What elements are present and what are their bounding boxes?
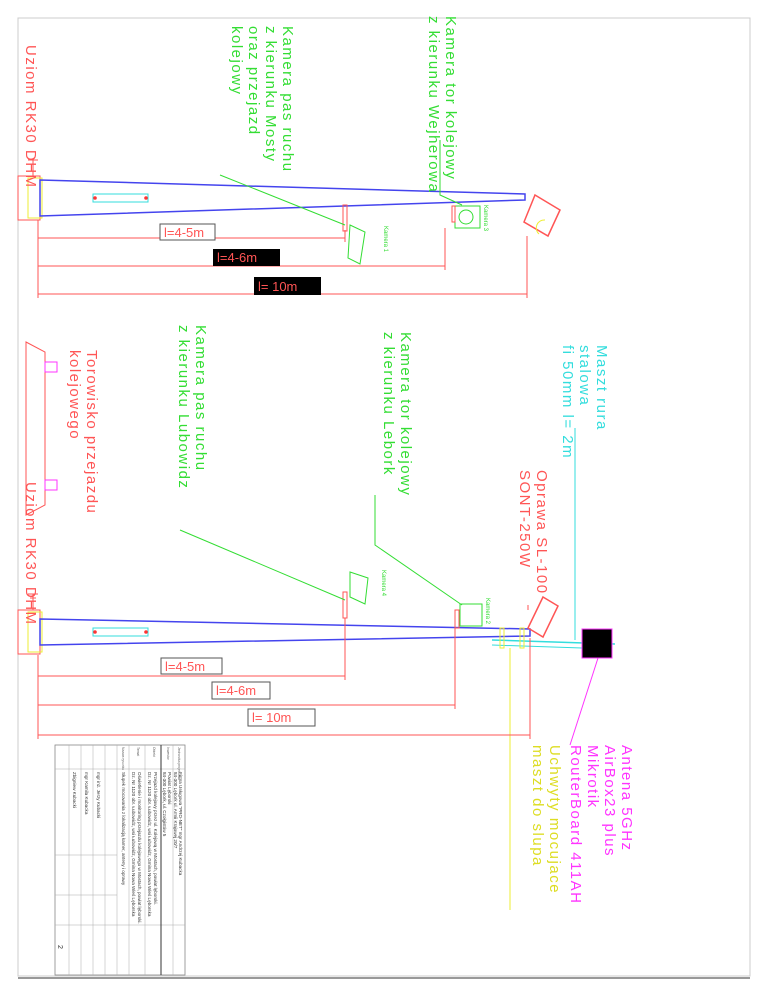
camera-1-icon — [347, 224, 366, 265]
title-block: Jednostka projektowa Firma Usługowa "PRO… — [54, 744, 186, 976]
bolt — [93, 630, 97, 634]
pole-door — [92, 627, 149, 637]
dimension-lines — [37, 618, 531, 739]
verifier: mgr Kamila Kubacka — [84, 772, 89, 815]
sheet-number: 2 — [56, 945, 63, 949]
camera-lane-label: Kamera pas ruchu — [279, 26, 296, 173]
bottom-pole-assembly: Kamera 2 Kamera 4 l=4-5m l=4-6m l= 10m — [17, 325, 635, 910]
mast-pipe — [491, 644, 583, 649]
camera-1-bracket — [342, 204, 348, 232]
camera-4-icon — [349, 571, 369, 605]
mast-label: fi 50mm l= 2m — [559, 345, 576, 459]
camera-lane-label: z kierunku Mosty — [262, 26, 279, 163]
leader-line — [374, 495, 463, 606]
rail — [44, 479, 58, 491]
camera-lane-label: z kierunku Lubowidz — [175, 325, 192, 489]
investor-label: Inwestor — [166, 747, 170, 761]
camera-2-icon — [459, 603, 483, 627]
camera-lane-label: oraz przejazd — [245, 26, 262, 136]
pole-base-inner — [27, 611, 43, 653]
camera-3-bracket — [451, 205, 456, 223]
designer: Firma Usługowa "PRO-NET" mgr Andrzej Kub… — [178, 772, 183, 876]
pole — [39, 618, 531, 646]
camera-3-lens — [458, 209, 474, 225]
dim-label-4-6m: l=4-6m — [216, 683, 256, 698]
lamp-icon — [523, 193, 561, 238]
camera-1-label: Kamera 1 — [382, 226, 388, 253]
stage-label: Temat — [136, 747, 140, 756]
camera-2-label: Kamera 2 — [484, 598, 490, 625]
antenna-icon[interactable] — [581, 628, 613, 659]
camera-2-bracket — [454, 609, 460, 629]
dim-label-4-5m: l=4-5m — [164, 225, 204, 240]
dim-label-box — [254, 277, 321, 295]
drawing-label: Nazwa rysunku — [121, 747, 125, 770]
antenna-label: Antena 5GHz — [618, 745, 635, 852]
leader-line — [219, 174, 346, 226]
investor-address: 84-300 Lębork, ul. Czołgistów 5 — [162, 772, 167, 837]
bracket-icon — [499, 627, 505, 649]
dim-label-box — [160, 657, 223, 675]
track-label: Torowisko przejazdu — [83, 350, 100, 514]
dim-label-10m: l= 10m — [252, 710, 291, 725]
bolt — [93, 196, 97, 200]
object: Przejazd kolejowy przez ul. Kolejową w M… — [153, 772, 158, 905]
bracket-icon — [519, 627, 525, 649]
camera-4-bracket — [342, 591, 348, 619]
dim-label-box — [247, 708, 316, 727]
designer-person: mgr inż. Jerzy Kubacki — [96, 772, 101, 818]
dim-label-10m: l= 10m — [258, 279, 297, 294]
camera-track-label: Kamera tor kolejowy — [397, 332, 414, 496]
stage: Oświetlenie i monitoring przejazdu kolej… — [137, 772, 142, 924]
ground-label: Uziom RK30 DHM — [22, 45, 39, 189]
camera-4-label: Kamera 4 — [380, 570, 386, 597]
leader-line — [569, 657, 599, 746]
drafter: Zbigniew Kubacki — [72, 772, 77, 808]
stage-2: Dz. Nr 1120 obr. Łubowidz, wsi Łubowidz,… — [131, 772, 136, 917]
camera-track-label: Kamera tor kolejowy — [442, 16, 459, 180]
mast-label: stalowa — [576, 345, 593, 406]
designer-label: Jednostka projektowa — [177, 747, 181, 780]
lamp-label: SONT-250W — [516, 470, 533, 569]
brackets-label: maszt do slupa — [529, 745, 546, 867]
lamp-icon — [527, 595, 559, 639]
antenna-label: AirBox23 plus — [601, 745, 618, 857]
antenna-label: Mikrotik — [584, 745, 601, 809]
rail — [44, 361, 58, 373]
antenna-label: RouterBoard 411AH — [567, 745, 584, 904]
brackets-label: Uchwyty mocujace — [546, 745, 563, 894]
dim-label-4-6m: l=4-6m — [217, 250, 257, 265]
pole-base-inner — [27, 177, 43, 219]
leader-line — [179, 529, 346, 601]
bolt — [144, 196, 148, 200]
object-2: Dz. Nr 1120 obr. Łubowidz, wsi Łubowidz,… — [147, 772, 152, 917]
top-pole-assembly: Kamera 3 Kamera 1 l=4-5m l=4-6m l= 10m K… — [17, 16, 561, 298]
designer-address: 84-300 Lębork ul. Armii Krajowej 20/7 — [173, 772, 178, 849]
track-label: kolejowego — [66, 350, 83, 440]
camera-track-label: z kierunku Wejherowa — [425, 16, 442, 193]
dim-label-4-5m: l=4-5m — [165, 659, 205, 674]
investor: Powiat Lęborski — [167, 772, 172, 804]
object-label: Obiekt — [152, 747, 156, 757]
lamp-light — [535, 219, 546, 235]
lamp-label: Oprawa SL-100 — [533, 470, 550, 595]
pole — [39, 179, 526, 217]
camera-lane-label: Kamera pas ruchu — [192, 325, 209, 472]
dim-label-box — [211, 681, 271, 700]
mast-label: Maszt rura — [593, 345, 610, 431]
camera-3-label: Kamera 3 — [482, 205, 488, 232]
page-frame — [17, 17, 751, 977]
dim-label-box — [159, 223, 216, 241]
camera-lane-label: kolejowy — [228, 26, 245, 96]
pole-door — [92, 193, 149, 203]
ground-label: Uziom RK30 DHM — [22, 482, 39, 626]
drawing-name: Słupek mocowania z lokalizacją kamer, an… — [121, 772, 126, 886]
bolt — [144, 630, 148, 634]
dim-label-box — [213, 249, 280, 266]
camera-track-label: z kierunku Lebork — [380, 332, 397, 476]
track-icon — [25, 341, 46, 516]
leader-line — [439, 140, 463, 206]
